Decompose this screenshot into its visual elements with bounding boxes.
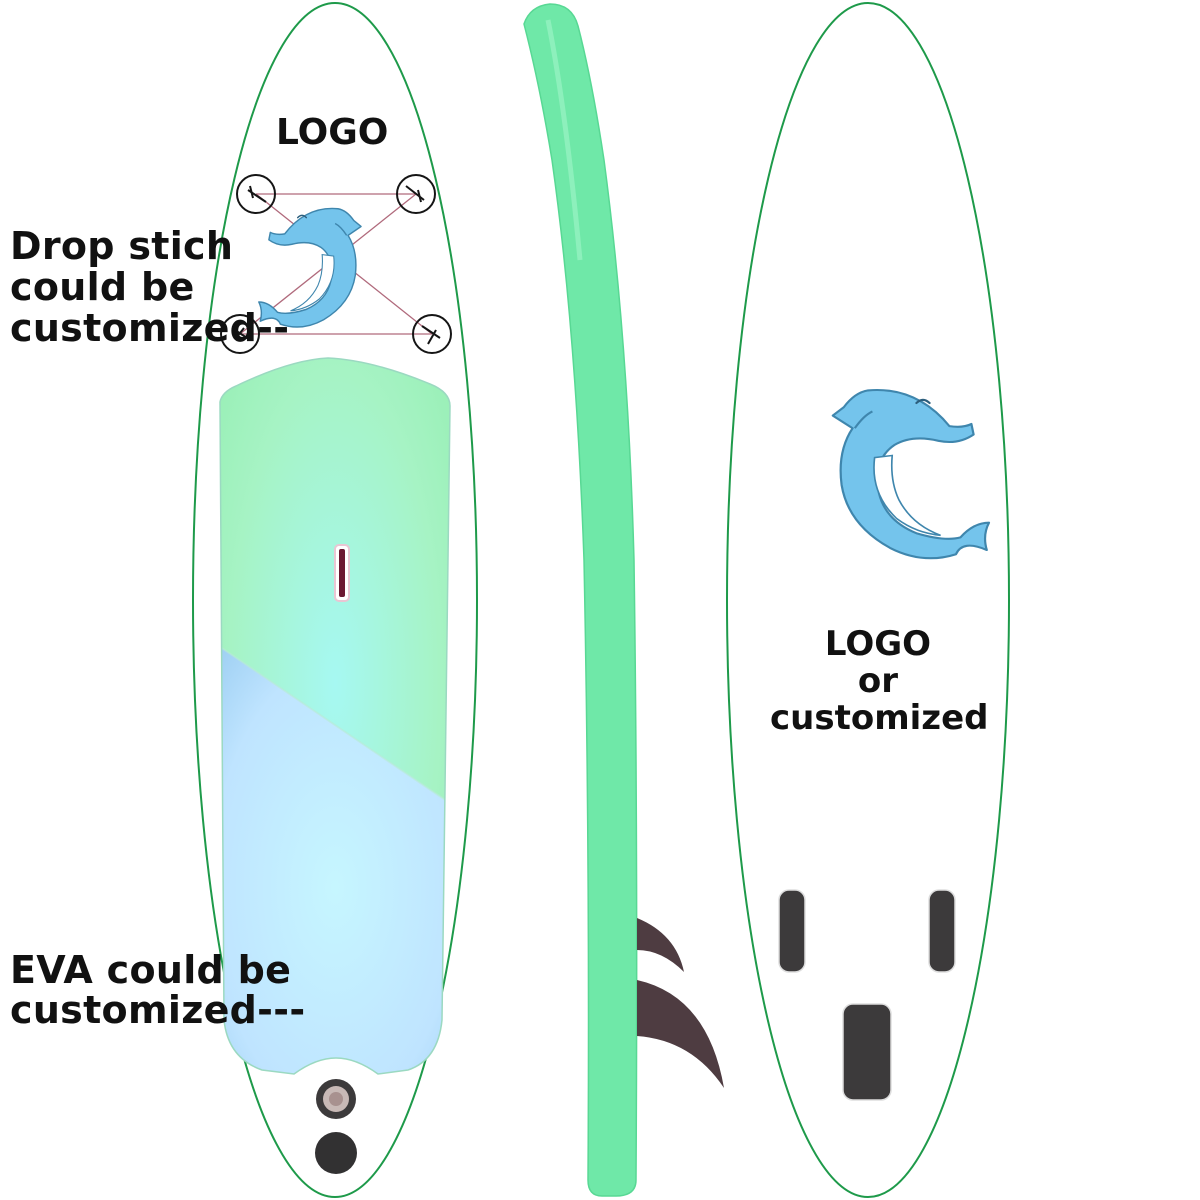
drop-stitch-label-line1: Drop stich [10,224,234,268]
fin-icon [637,918,684,972]
bottom-logo-label: LOGO or customized [770,624,989,738]
d-ring-icon [236,174,276,214]
drop-stitch-label-line3: customized-- [10,306,290,350]
d-ring-icon [412,314,452,354]
valve-cap [315,1132,357,1174]
eva-pad-edge [219,357,451,1075]
d-ring-icon [396,174,436,214]
fin-icon [637,980,724,1088]
eva-label-line1: EVA could be [10,948,292,992]
eva-traction-pad [220,358,450,1074]
side-profile-board [523,3,724,1197]
bottom-board [726,2,1010,1198]
deck-logo-label: LOGO [276,112,389,153]
eva-label-line2: customized--- [10,988,306,1032]
d-ring-icon [220,314,260,354]
bottom-logo-line3: customized [770,698,989,738]
fin-box-right [928,889,956,973]
drop-stitch-label-line2: could be [10,265,195,309]
deck-board [192,2,478,1198]
valve-icon [316,1079,356,1119]
fin-box-left [778,889,806,973]
bottom-logo-line2: or [857,661,899,701]
board-rail [523,3,638,1197]
bottom-logo-line1: LOGO [824,624,932,664]
fin-box-center [842,1003,892,1101]
carry-handle-strap [339,549,345,597]
